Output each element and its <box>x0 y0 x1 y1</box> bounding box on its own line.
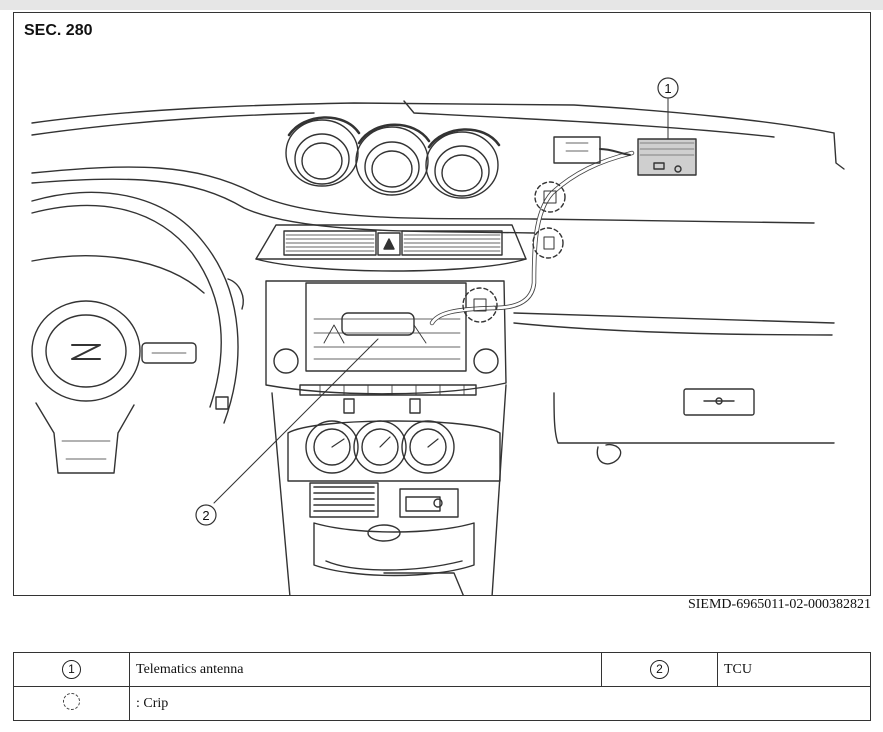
center-console <box>271 384 507 595</box>
leader-line-2 <box>213 338 379 504</box>
center-air-vents <box>255 224 527 272</box>
legend-symbol-cell-2: 2 <box>601 652 718 687</box>
callout-1-label: 1 <box>664 81 671 96</box>
legend-symbol-cell-1: 1 <box>13 652 130 687</box>
section-label: SEC. 280 <box>24 22 93 39</box>
clip-marker-1 <box>534 181 566 213</box>
clip-markers <box>462 181 566 323</box>
dashboard-diagram: SEC. 280 <box>13 12 871 596</box>
gauge-pod-left <box>285 116 361 187</box>
legend-label-tcu: TCU <box>717 652 871 687</box>
antenna-harness <box>429 150 635 326</box>
figure-id: SIEMD-6965011-02-000382821 <box>687 597 871 612</box>
legend-symbol-cell-clip <box>13 686 130 721</box>
telematics-antenna-module <box>553 136 697 176</box>
dashboard-illustration: 1 2 <box>31 77 845 595</box>
legend-table: 1 Telematics antenna 2 TCU : Crip <box>13 652 871 721</box>
circled-number-icon: 1 <box>62 660 81 679</box>
steering-wheel <box>31 191 244 474</box>
callout-circle-1 <box>657 77 679 99</box>
legend-row-1: 1 Telematics antenna 2 TCU <box>13 652 871 687</box>
callout-2-label: 2 <box>202 508 209 523</box>
legend-label-clip: : Crip <box>129 686 871 721</box>
top-bar <box>0 0 883 10</box>
lower-gauges <box>287 420 501 482</box>
center-display-unit <box>265 280 507 414</box>
legend-row-2: : Crip <box>13 686 871 721</box>
legend-label-telematics-antenna: Telematics antenna <box>129 652 602 687</box>
gauge-pod-center <box>355 123 431 196</box>
circled-number-icon: 2 <box>650 660 669 679</box>
clip-marker-2 <box>532 227 564 259</box>
gauge-pod-right <box>425 128 501 199</box>
callout-circle-2 <box>195 504 217 526</box>
dashed-circle-clip-icon <box>63 692 80 710</box>
clip-marker-3 <box>462 287 498 323</box>
